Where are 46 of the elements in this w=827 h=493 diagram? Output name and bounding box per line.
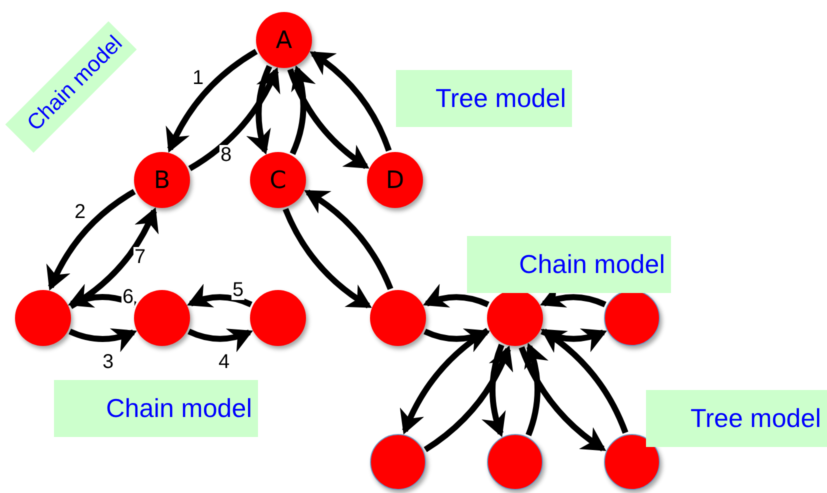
- arrow: [282, 208, 372, 308]
- circle-node: [604, 434, 660, 490]
- node-letter: C: [270, 168, 286, 192]
- arrow: [304, 190, 394, 290]
- edge-label: 6: [121, 287, 135, 307]
- circle-node: [134, 290, 190, 346]
- circle-node: [487, 290, 543, 346]
- node-letter: A: [276, 28, 292, 52]
- edge-label: 5: [231, 280, 245, 300]
- arrow: [69, 207, 158, 309]
- arrow: [524, 342, 548, 436]
- arrow: [290, 65, 316, 155]
- arrow: [310, 51, 392, 152]
- arrow: [188, 328, 254, 352]
- circle-node: [370, 434, 426, 490]
- arrow: [46, 189, 136, 291]
- model-label: Tree model: [396, 70, 572, 127]
- node-letter: D: [386, 168, 404, 192]
- arrow: [287, 68, 370, 169]
- arrow: [518, 346, 606, 452]
- circle-node: [15, 290, 71, 346]
- arrow: [400, 328, 490, 434]
- arrow: [188, 67, 280, 172]
- node-letter: B: [154, 168, 170, 192]
- arrow: [186, 284, 252, 308]
- circle-node: [604, 290, 660, 346]
- arrow: [68, 284, 136, 308]
- circle-node: [256, 12, 312, 68]
- model-label: Chain model: [54, 380, 258, 437]
- circle-node: [487, 434, 543, 490]
- circle-node: [250, 290, 306, 346]
- model-label: Chain model: [467, 236, 671, 293]
- arrow: [422, 284, 490, 308]
- arrow: [424, 346, 513, 452]
- arrow: [424, 328, 490, 352]
- circle-node: [367, 152, 423, 208]
- model-label: Tree model: [646, 390, 827, 447]
- arrow: [246, 65, 272, 155]
- arrow: [166, 48, 258, 153]
- arrow: [540, 328, 608, 352]
- arrow: [68, 328, 138, 352]
- arrow: [540, 328, 628, 434]
- circle-node: [370, 290, 426, 346]
- circle-node: [134, 152, 190, 208]
- arrow: [482, 344, 506, 438]
- circle-node: [250, 152, 306, 208]
